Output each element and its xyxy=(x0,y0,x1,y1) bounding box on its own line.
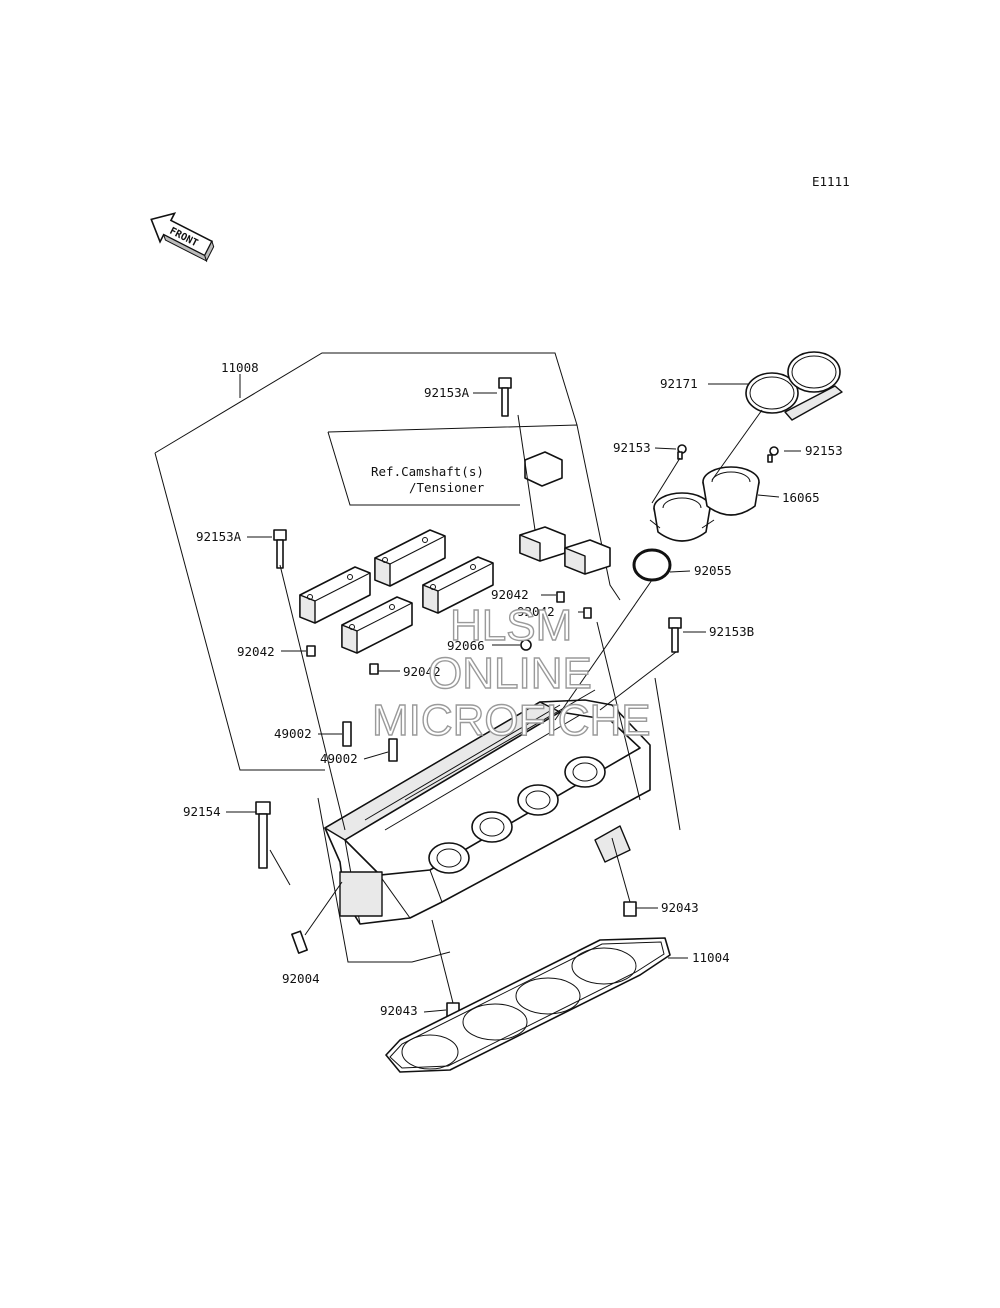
assembly-frame-bottom xyxy=(317,797,451,963)
diagram-code: E1111 xyxy=(812,174,850,189)
callout-11008: 11008 xyxy=(221,360,259,375)
callout-49002-b: 49002 xyxy=(320,751,358,766)
screw-92153-right xyxy=(767,446,779,463)
callout-92043-bottom: 92043 xyxy=(380,1003,418,1018)
screw-92153-left xyxy=(677,444,687,460)
callout-92171: 92171 xyxy=(660,376,698,391)
throttle-adapter-right xyxy=(702,466,760,516)
watermark-line2: ONLINE xyxy=(428,649,592,698)
bolt-92153b xyxy=(668,617,682,653)
callout-92042-a: 92042 xyxy=(491,587,529,602)
callout-92153a-top: 92153A xyxy=(424,385,470,400)
dowel-92042-b xyxy=(583,607,592,619)
callout-92042-b: 92042 xyxy=(517,604,555,619)
bolt-92154 xyxy=(255,801,271,869)
throttle-adapter-left xyxy=(649,492,715,542)
callout-49002-a: 49002 xyxy=(274,726,312,741)
dowel-92042-d xyxy=(369,663,379,675)
reference-note-line1: Ref.Camshaft(s) xyxy=(371,464,484,479)
watermark: HLSM ONLINE MICROFICHE xyxy=(371,600,651,745)
cylinder-head xyxy=(324,689,651,925)
camshaft-ref-frame-left xyxy=(327,431,520,506)
hose-clamps xyxy=(745,351,843,421)
cam-cap-group-left xyxy=(299,529,494,654)
bolt-92153a-left xyxy=(273,529,287,569)
callout-92153-right: 92153 xyxy=(805,443,843,458)
callout-11004: 11004 xyxy=(692,950,730,965)
front-arrow-icon: FRONT xyxy=(150,212,215,263)
watermark-line1: HLSM xyxy=(450,601,572,650)
callout-labels: 11008 92153A 92171 92153 92153 16065 921… xyxy=(183,360,843,1018)
camshaft-ref-frame xyxy=(327,424,621,601)
callout-92153b: 92153B xyxy=(709,624,754,639)
tensioner-bracket xyxy=(524,451,563,487)
assembly-frame-right xyxy=(654,677,681,831)
cam-cap-group-right xyxy=(519,451,611,575)
callout-92042-d: 92042 xyxy=(403,664,441,679)
dowel-92043-right xyxy=(623,901,637,917)
assembly-frame xyxy=(154,352,578,454)
dowel-92042-a xyxy=(556,591,565,603)
valve-guide-49002-b xyxy=(388,738,398,762)
leader-lines xyxy=(226,374,801,1013)
callout-92043-right: 92043 xyxy=(661,900,699,915)
callout-92055: 92055 xyxy=(694,563,732,578)
assembly-frame-left xyxy=(154,452,325,771)
reference-note-line2: /Tensioner xyxy=(409,480,485,495)
valve-guide-49002-a xyxy=(342,721,352,747)
callout-92153a-left: 92153A xyxy=(196,529,242,544)
o-ring-92055 xyxy=(632,548,672,582)
head-gasket xyxy=(385,937,671,1073)
plug-92066 xyxy=(520,639,532,651)
callout-92154: 92154 xyxy=(183,804,221,819)
dowel-92042-c xyxy=(306,645,316,657)
stud-92004 xyxy=(291,930,308,954)
bolt-92153a-top xyxy=(498,377,512,417)
callout-92004: 92004 xyxy=(282,971,320,986)
callout-16065: 16065 xyxy=(782,490,820,505)
callout-92042-c: 92042 xyxy=(237,644,275,659)
callout-92066: 92066 xyxy=(447,638,485,653)
watermark-line3: MICROFICHE xyxy=(372,696,651,745)
callout-92153-left: 92153 xyxy=(613,440,651,455)
